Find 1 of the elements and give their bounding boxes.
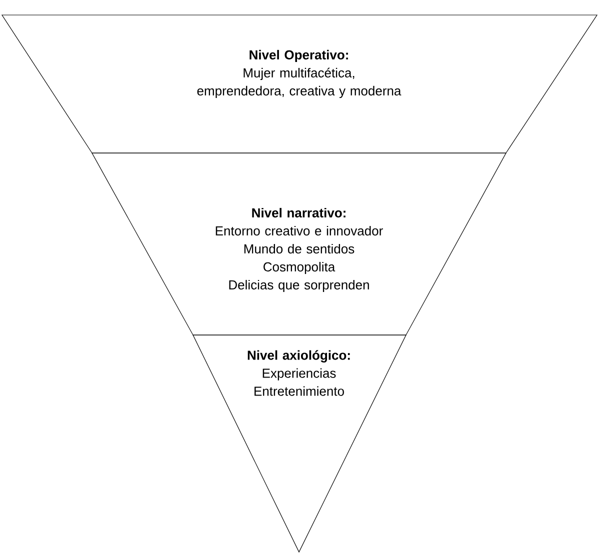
- pyramid-band: Nivel narrativo: Entorno creativo e innovador Mundo de sentidos Cosmopolita Delicias que sorprenden: [92, 152, 507, 336]
